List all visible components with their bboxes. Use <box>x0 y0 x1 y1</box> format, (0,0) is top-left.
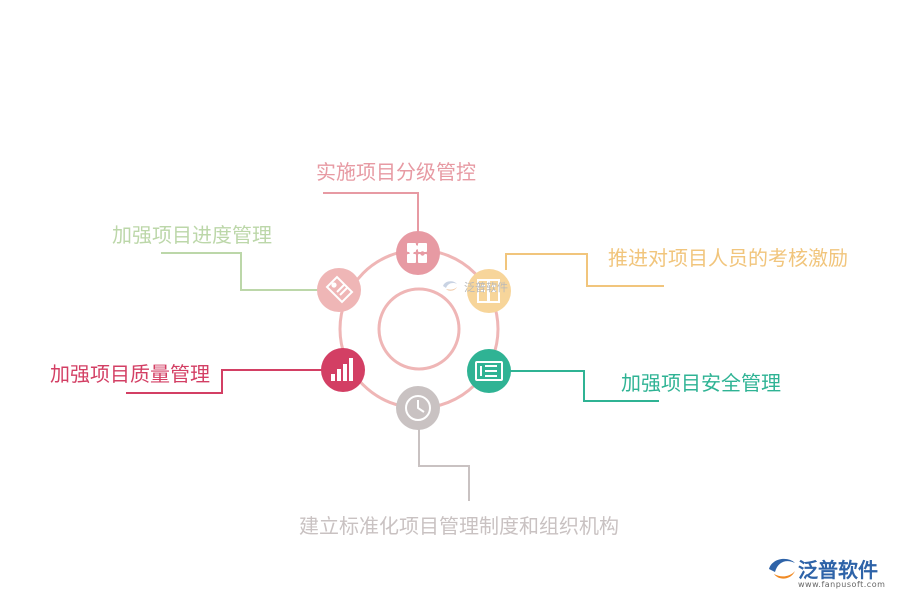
clock-icon <box>405 395 431 421</box>
watermark-text: 泛普软件 <box>464 281 508 294</box>
book-icon <box>475 361 503 381</box>
node-right-lower <box>467 349 511 393</box>
label-bottom: 建立标准化项目管理制度和组织机构 <box>299 514 619 538</box>
label-left-upper: 加强项目进度管理 <box>112 223 272 247</box>
connector-right-upper <box>505 253 664 287</box>
node-right-upper <box>467 269 511 313</box>
document-icon <box>477 279 500 303</box>
tag-icon <box>325 275 354 304</box>
puzzle-icon <box>407 243 427 263</box>
connector-right-lower <box>508 370 659 402</box>
brand-logo: 泛普软件 www.fanpusoft.com <box>766 551 892 595</box>
inner-ring <box>377 287 461 371</box>
label-top: 实施项目分级管控 <box>316 160 476 184</box>
node-top <box>396 231 440 275</box>
brand-name: 泛普软件 <box>798 558 878 582</box>
connector-left-lower <box>126 369 322 394</box>
connector-top <box>323 192 419 236</box>
node-left-lower <box>321 348 365 392</box>
label-right-upper: 推进对项目人员的考核激励 <box>608 246 848 270</box>
connector-left-upper <box>161 252 318 291</box>
brand-url: www.fanpusoft.com <box>798 580 886 589</box>
brand-mark-icon <box>769 558 795 579</box>
watermark-logo-icon <box>443 281 457 291</box>
node-bottom <box>396 386 440 430</box>
label-left-lower: 加强项目质量管理 <box>50 362 210 386</box>
label-right-lower: 加强项目安全管理 <box>621 371 781 395</box>
bar-chart-icon <box>331 358 353 381</box>
connector-bottom <box>418 429 470 501</box>
node-left-upper <box>317 268 361 312</box>
